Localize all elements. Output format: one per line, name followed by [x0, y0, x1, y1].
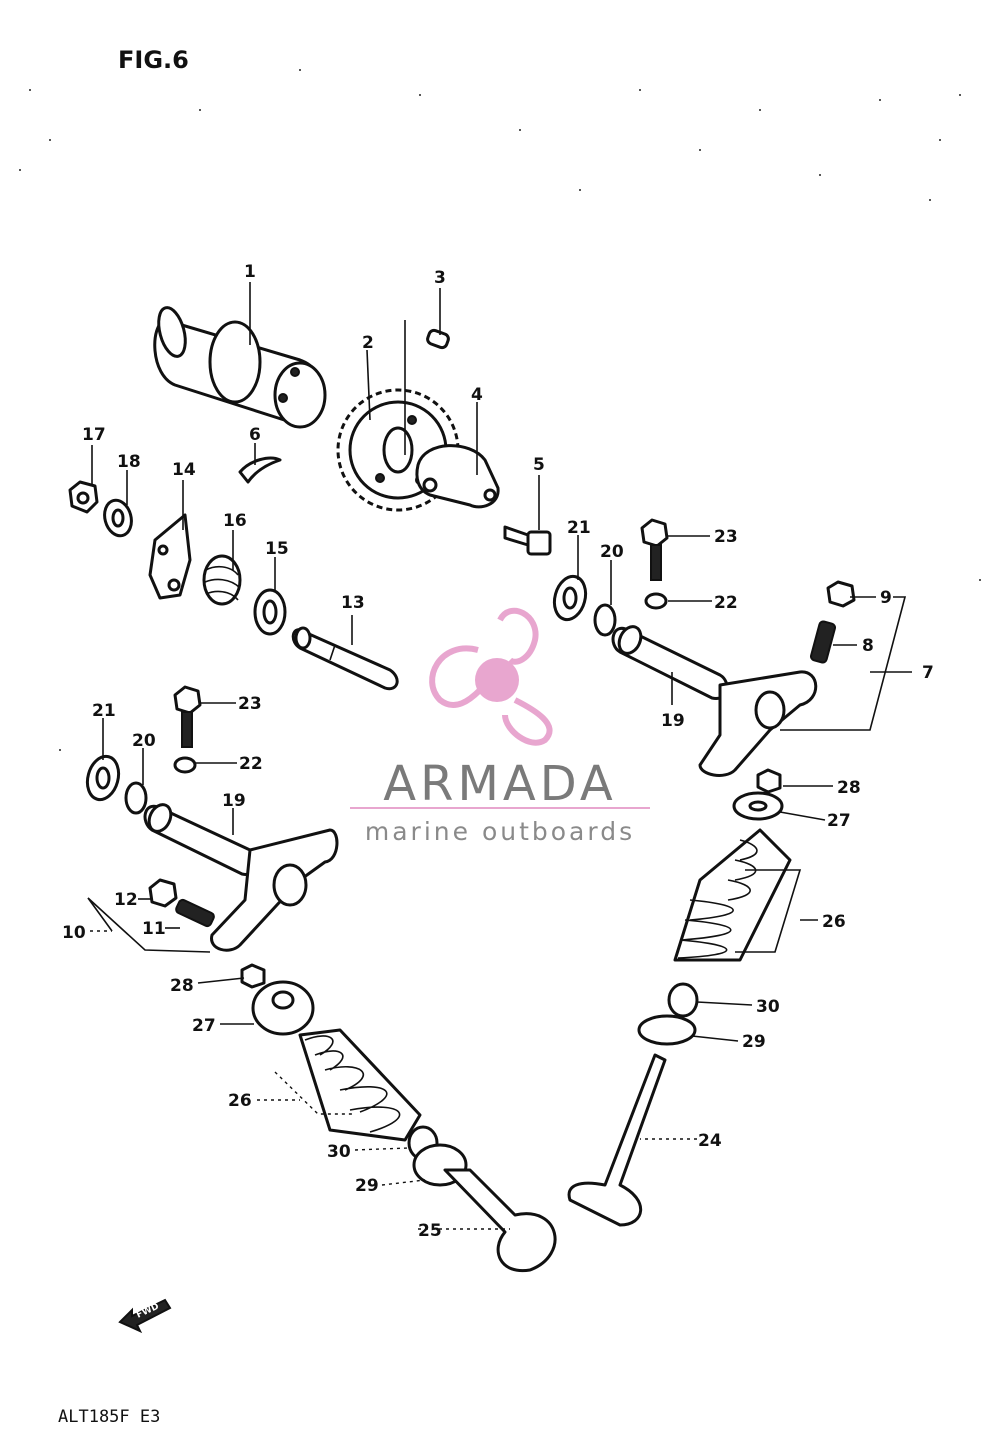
part-camshaft: [153, 306, 327, 429]
callout-7: 7: [922, 663, 934, 683]
part-oring-20-top: [593, 603, 617, 637]
watermark-name: ARMADA: [383, 756, 616, 812]
scan-noise: [19, 69, 981, 751]
callout-13: 13: [341, 593, 365, 613]
callout-30-left: 30: [327, 1142, 351, 1162]
callout-3: 3: [434, 268, 446, 288]
part-washer-22-left: [173, 756, 197, 774]
propeller-logo-icon: [429, 607, 553, 746]
part-oring-20-left: [124, 781, 148, 815]
forward-arrow-icon: FWD: [118, 1298, 172, 1334]
callout-18: 18: [117, 452, 141, 472]
part-bracket-14: [148, 513, 192, 600]
part-seal-15: [253, 588, 287, 636]
part-adjuster-8: [809, 620, 837, 664]
callout-29-top: 29: [742, 1032, 766, 1052]
callout-9: 9: [880, 588, 892, 608]
callout-29-left: 29: [355, 1176, 379, 1196]
part-retainer-27-top: [732, 791, 784, 821]
part-cotter-28-left: [240, 963, 266, 989]
callout-15-16: 16: [223, 511, 247, 531]
callout-22-left: 22: [239, 754, 263, 774]
callout-6: 6: [249, 425, 261, 445]
part-adjuster-11: [175, 898, 215, 928]
callout-21-top: 21: [567, 518, 591, 538]
callout-26-left: 26: [228, 1091, 252, 1111]
part-clip-6: [238, 456, 282, 484]
part-seal-30-top: [667, 982, 699, 1018]
callout-8: 8: [862, 636, 874, 656]
part-bolt-23-left: [173, 685, 202, 748]
part-valve-24: [567, 1053, 667, 1227]
part-shaft-13: [291, 626, 399, 691]
callout-labels: 1 2 3 4 5 6 7 8 9 10 11 12 13 14 16 15 1…: [62, 262, 934, 1241]
part-rocker-shaft-19-left: [143, 803, 259, 876]
callout-20-left: 20: [132, 731, 156, 751]
part-pin: [426, 328, 450, 350]
part-retainer-27-left: [251, 980, 315, 1036]
callout-23-top: 23: [714, 527, 738, 547]
part-valve-25: [443, 1168, 557, 1273]
callout-10: 10: [62, 923, 86, 943]
part-seat-29-top: [637, 1014, 697, 1046]
callout-30-top: 30: [756, 997, 780, 1017]
callout-1: 1: [244, 262, 256, 282]
callout-4: 4: [471, 385, 483, 405]
part-rocker-arm-7: [698, 670, 818, 777]
part-rocker-arm-10: [210, 828, 339, 952]
watermark-tagline: marine outboards: [365, 817, 635, 846]
part-bolt-23-top: [640, 518, 669, 581]
callout-17: 17: [82, 425, 106, 445]
callout-28-left: 28: [170, 976, 194, 996]
part-springs-26-top: [673, 828, 792, 962]
part-cotter-28-top: [756, 768, 782, 794]
callout-21-left: 21: [92, 701, 116, 721]
part-washer-21-left: [85, 754, 121, 802]
callout-26-top: 26: [822, 912, 846, 932]
part-rocker-shaft-19-top: [611, 625, 729, 700]
part-spring-16: [202, 554, 242, 606]
part-nut-12: [148, 878, 178, 908]
armada-watermark: ARMADA marine outboards: [350, 607, 650, 846]
callout-11: 11: [142, 919, 166, 939]
callout-20-top: 20: [600, 542, 624, 562]
part-washer-22-top: [644, 592, 668, 610]
callout-23-left: 23: [238, 694, 262, 714]
callout-27-left: 27: [192, 1016, 216, 1036]
model-code: ALT185F E3: [58, 1407, 160, 1427]
part-nut-9: [826, 580, 856, 608]
part-springs-26-left: [298, 1028, 422, 1142]
callout-28-top: 28: [837, 778, 861, 798]
callout-19-top: 19: [661, 711, 685, 731]
callout-2: 2: [362, 333, 374, 353]
figure-title: FIG.6: [118, 46, 189, 74]
part-washer-18: [103, 498, 133, 538]
propeller-hub-icon: [475, 658, 519, 702]
leader-lines: [87, 282, 912, 1230]
callout-25: 25: [418, 1221, 442, 1241]
callout-27-top: 27: [827, 811, 851, 831]
callout-15: 15: [265, 539, 289, 559]
callout-14: 14: [172, 460, 196, 480]
part-bolt-5: [503, 525, 552, 556]
callout-12: 12: [114, 890, 138, 910]
part-nut-17: [68, 480, 99, 514]
part-washer-21-top: [552, 574, 588, 622]
callout-5: 5: [533, 455, 545, 475]
callout-19-left: 19: [222, 791, 246, 811]
callout-24: 24: [698, 1131, 722, 1151]
callout-22-top: 22: [714, 593, 738, 613]
